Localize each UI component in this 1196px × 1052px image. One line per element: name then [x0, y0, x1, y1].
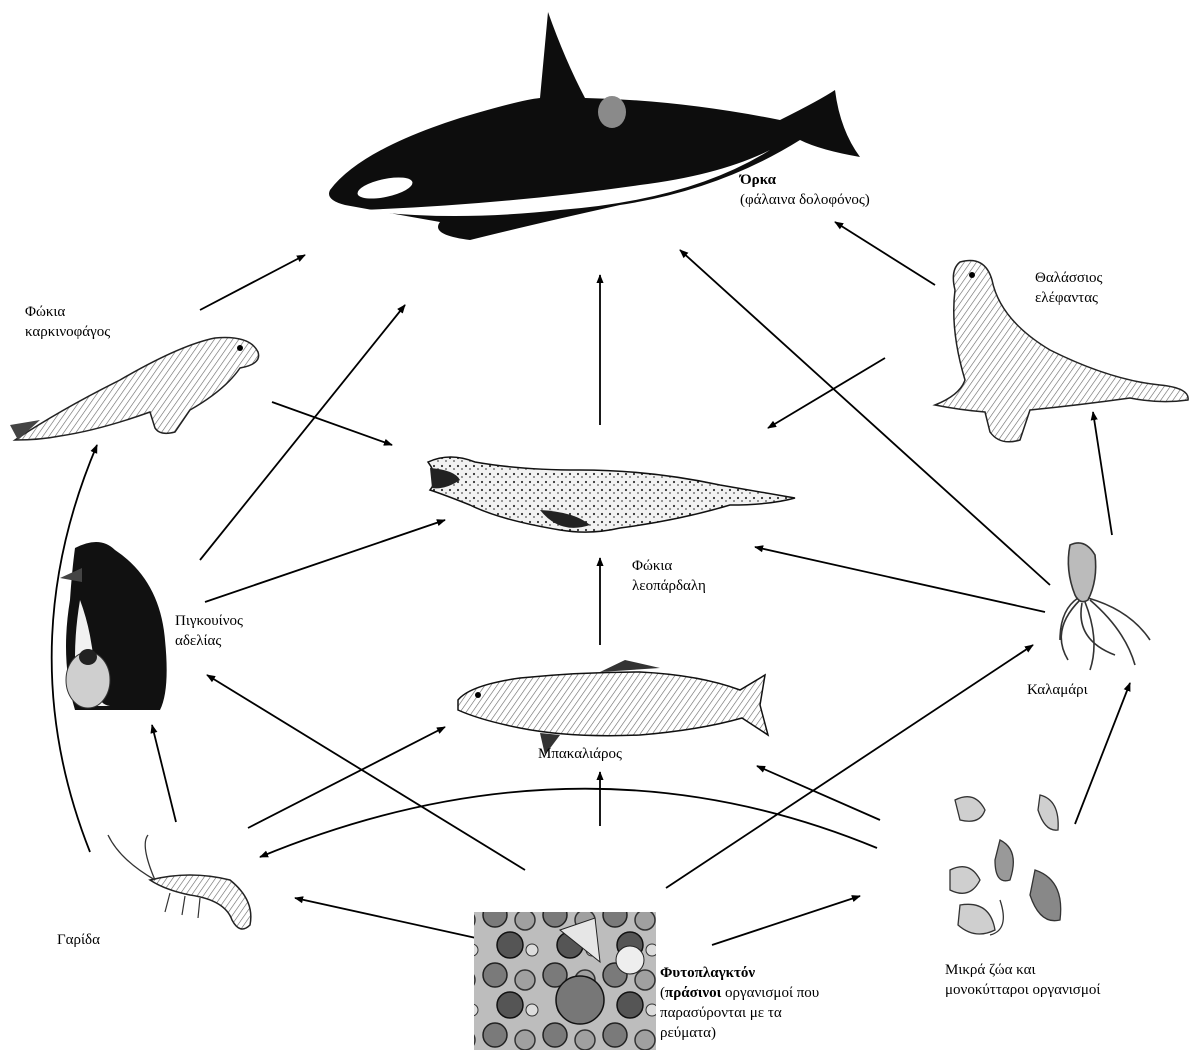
arrow-crabeater-to-leopard [272, 402, 392, 445]
squid-illustration [1060, 543, 1150, 670]
small-animals-line2: μονοκύτταροι οργανισμοί [945, 980, 1100, 1000]
label-leopard-seal: Φώκια λεοπάρδαλη [632, 556, 706, 596]
label-small-animals: Μικρά ζώα και μονοκύτταροι οργανισμοί [945, 960, 1100, 1000]
leopard-line2: λεοπάρδαλη [632, 576, 706, 596]
label-crabeater-seal: Φώκια καρκινοφάγος [25, 302, 110, 342]
phytoplankton-desc-line2: παρασύρονται με τα [660, 1003, 819, 1023]
arrow-phyto-to-krill [295, 898, 476, 938]
penguin-illustration [60, 542, 167, 710]
krill-illustration [108, 835, 251, 929]
leopard-line1: Φώκια [632, 556, 706, 576]
phytoplankton-desc-line3: ρεύματα) [660, 1023, 819, 1043]
elephant-line2: ελέφαντας [1035, 288, 1102, 308]
small-animals-line1: Μικρά ζώα και [945, 960, 1100, 980]
hake-illustration [458, 660, 768, 755]
arrow-krill-to-penguin [152, 725, 176, 822]
arrow-squid-to-elephant [1093, 412, 1112, 535]
label-hake: Μπακαλιάρος [538, 744, 622, 764]
phytoplankton-illustration [474, 912, 656, 1050]
small-animals-illustration [950, 795, 1061, 935]
arrow-krill-to-hake [248, 727, 445, 828]
arrow-phyto-to-squid [666, 645, 1033, 888]
hake-name: Μπακαλιάρος [538, 744, 622, 764]
label-penguin: Πιγκουίνος αδελίας [175, 611, 243, 651]
leopard-seal-illustration [428, 457, 795, 532]
squid-name: Καλαμάρι [1027, 680, 1088, 700]
elephant-line1: Θαλάσσιος [1035, 268, 1102, 288]
arrow-small-to-squid [1075, 683, 1130, 824]
crabeater-seal-illustration [10, 338, 259, 440]
arrow-elephant-to-orca [835, 222, 935, 285]
arrow-small-to-hake [757, 766, 880, 820]
krill-name: Γαρίδα [57, 930, 100, 950]
crabeater-line1: Φώκια [25, 302, 110, 322]
arrow-phyto-to-small-animals [712, 896, 860, 945]
label-elephant-seal: Θαλάσσιος ελέφαντας [1035, 268, 1102, 308]
phytoplankton-desc-rest: οργανισμοί που [721, 985, 819, 1001]
label-orca: Όρκα (φάλαινα δολοφόνος) [740, 170, 870, 210]
arrow-squid-to-leopard [755, 547, 1045, 612]
arrow-small-to-krill [260, 789, 877, 857]
penguin-line2: αδελίας [175, 631, 243, 651]
arrow-crabeater-to-orca [200, 255, 305, 310]
arrow-elephant-to-leopard [768, 358, 885, 428]
crabeater-line2: καρκινοφάγος [25, 322, 110, 342]
phytoplankton-desc-line1: (πράσινοι οργανισμοί που [660, 983, 819, 1003]
phytoplankton-desc-bold: πράσινοι [665, 985, 721, 1001]
label-squid: Καλαμάρι [1027, 680, 1088, 700]
penguin-line1: Πιγκουίνος [175, 611, 243, 631]
orca-name: Όρκα [740, 170, 870, 190]
label-phytoplankton: Φυτοπλαγκτόν (πράσινοι οργανισμοί που πα… [660, 963, 819, 1043]
phytoplankton-name: Φυτοπλαγκτόν [660, 963, 819, 983]
orca-subtitle: (φάλαινα δολοφόνος) [740, 190, 870, 210]
label-krill: Γαρίδα [57, 930, 100, 950]
arrow-penguin-to-leopard [205, 520, 445, 602]
